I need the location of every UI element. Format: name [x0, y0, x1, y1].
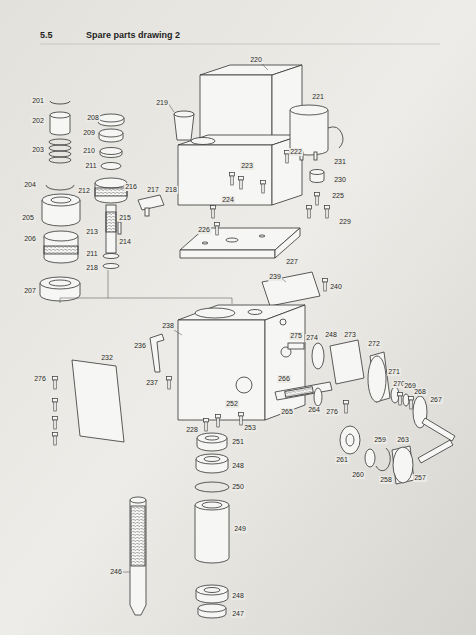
- callout-number: 207: [23, 287, 37, 295]
- callout-number: 213: [85, 228, 99, 236]
- callout-number: 211: [85, 250, 98, 258]
- callout-number: 258: [379, 476, 393, 484]
- callout-number: 268: [413, 388, 427, 396]
- callout-number: 214: [118, 238, 132, 246]
- callout-number: 202: [31, 117, 45, 125]
- callout-number: 263: [396, 436, 410, 444]
- callout-number: 251: [231, 438, 245, 446]
- callout-number: 216: [124, 183, 138, 191]
- callout-number: 248: [231, 592, 245, 600]
- callout-number: 231: [333, 158, 347, 166]
- callout-number: 210: [82, 147, 96, 155]
- callout-number: 274: [305, 334, 319, 342]
- screw-set: [53, 151, 414, 446]
- callout-number: 273: [343, 331, 357, 339]
- callout-number: 206: [23, 235, 37, 243]
- callout-number: 223: [240, 162, 254, 170]
- callout-number: 238: [161, 322, 175, 330]
- callout-number: 215: [118, 214, 132, 222]
- callout-number: 246: [109, 568, 123, 576]
- callout-number: 222: [289, 148, 303, 156]
- callout-number: 253: [243, 424, 257, 432]
- callout-number: 228: [185, 426, 199, 434]
- callout-number: 230: [333, 176, 347, 184]
- callout-number: 201: [31, 97, 45, 105]
- callout-number: 250: [231, 483, 245, 491]
- callout-number: 220: [249, 56, 263, 64]
- callout-number: 276: [33, 375, 47, 383]
- callout-number: 265: [280, 408, 294, 416]
- callout-number: 259: [373, 436, 387, 444]
- callout-number: 229: [338, 218, 352, 226]
- callout-number: 249: [233, 525, 247, 533]
- callout-number: 239: [268, 273, 282, 281]
- callout-number: 227: [285, 258, 299, 266]
- callout-number: 225: [331, 192, 345, 200]
- callout-number: 275: [289, 332, 303, 340]
- callout-number: 271: [387, 368, 401, 376]
- callout-number: 212: [77, 187, 91, 195]
- callout-number: 203: [31, 146, 45, 154]
- callout-number: 267: [429, 396, 443, 404]
- callout-number: 248: [231, 462, 245, 470]
- callout-number: 266: [277, 375, 291, 383]
- callout-number: 261: [335, 456, 349, 464]
- callout-number: 237: [145, 379, 159, 387]
- callout-number: 209: [82, 129, 96, 137]
- page-title: Spare parts drawing 2: [86, 30, 180, 40]
- callout-number: 247: [231, 610, 245, 618]
- callout-number: 217: [146, 186, 160, 194]
- callout-number: 218: [85, 264, 99, 272]
- callout-number: 260: [351, 471, 365, 479]
- callout-number: 205: [21, 214, 35, 222]
- callout-number: 218: [164, 186, 178, 194]
- callout-number: 204: [23, 181, 37, 189]
- callout-number: 257: [413, 474, 427, 482]
- callout-number: 219: [155, 99, 169, 107]
- callout-number: 211: [84, 162, 97, 170]
- callout-number: 224: [221, 196, 235, 204]
- callout-number: 236: [133, 342, 147, 350]
- callout-number: 248: [324, 331, 338, 339]
- callout-number: 276: [325, 408, 339, 416]
- callout-number: 208: [86, 114, 100, 122]
- callout-number: 221: [311, 93, 325, 101]
- callout-number: 240: [329, 283, 343, 291]
- section-number: 5.5: [40, 30, 53, 40]
- callout-number: 252: [225, 400, 239, 408]
- callout-number: 272: [367, 340, 381, 348]
- callout-number: 232: [100, 354, 114, 362]
- callout-number: 226: [197, 226, 211, 234]
- callout-number: 264: [307, 406, 321, 414]
